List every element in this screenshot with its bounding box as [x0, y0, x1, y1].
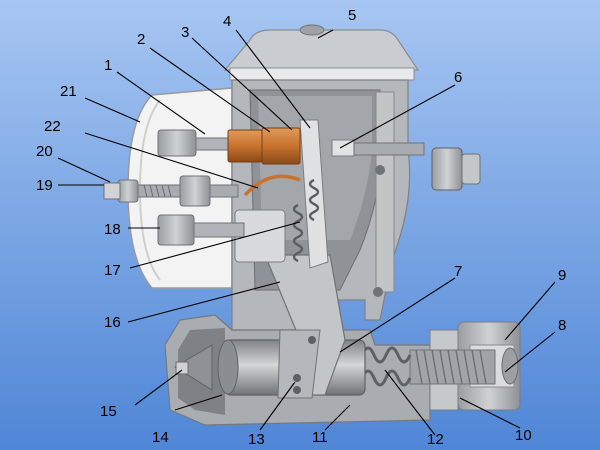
- leader-lines: [57, 29, 556, 436]
- terminal-mid: [179, 175, 211, 207]
- terminal-top: [157, 129, 197, 157]
- long-screw-thread: [143, 184, 172, 198]
- link-pin-2: [293, 374, 301, 382]
- label-1: 1: [104, 57, 112, 74]
- rod-thread: [415, 349, 487, 385]
- wire-22: [243, 174, 301, 197]
- part-labels: 1 2 3 4 5 6 7 8 9 10 11 12 13 14 15 16 1…: [36, 7, 566, 448]
- link-13: [277, 329, 321, 399]
- valve-cone-15: [174, 344, 213, 391]
- spring-17: [292, 178, 320, 263]
- terminal-stem-1: [195, 137, 231, 151]
- top-cap-5: [223, 29, 420, 71]
- label-15: 15: [100, 403, 117, 420]
- label-19: 19: [36, 177, 53, 194]
- label-18: 18: [104, 221, 121, 238]
- housing-screw: [375, 165, 385, 175]
- screw-head-20: [117, 179, 139, 203]
- link-pin-3: [293, 386, 301, 394]
- label-6: 6: [454, 69, 462, 86]
- terminal-18: [157, 214, 195, 246]
- label-10: 10: [515, 427, 532, 444]
- label-5: 5: [348, 7, 356, 24]
- piston-face: [217, 339, 239, 395]
- top-cap-flange: [229, 67, 415, 81]
- label-9: 9: [558, 267, 566, 284]
- link-pin: [308, 336, 316, 344]
- rod-4: [299, 119, 329, 269]
- label-4: 4: [223, 13, 231, 30]
- label-14: 14: [152, 429, 169, 446]
- label-12: 12: [427, 431, 444, 448]
- valve-screw: [175, 361, 189, 375]
- label-3: 3: [181, 24, 189, 41]
- copper-nut-3: [261, 127, 301, 165]
- label-20: 20: [36, 143, 53, 160]
- label-11: 11: [312, 429, 328, 446]
- knob-6: [461, 153, 481, 185]
- copper-nut-2: [227, 129, 263, 163]
- label-7: 7: [454, 263, 462, 280]
- nut-19: [103, 182, 121, 200]
- label-17: 17: [104, 262, 121, 279]
- label-21: 21: [60, 83, 77, 100]
- terminal-stem-18: [193, 222, 245, 238]
- housing-screw-2: [373, 287, 383, 297]
- label-13: 13: [248, 431, 265, 448]
- housing-rib: [375, 91, 395, 293]
- label-8: 8: [558, 317, 566, 334]
- label-22: 22: [44, 118, 61, 135]
- fitting-end-8: [501, 347, 519, 385]
- label-16: 16: [104, 314, 121, 331]
- label-2: 2: [137, 31, 145, 48]
- screw-6-shaft: [353, 142, 425, 156]
- spring-12: [360, 346, 412, 387]
- nut-6: [431, 147, 463, 191]
- top-cap-plug: [299, 24, 325, 36]
